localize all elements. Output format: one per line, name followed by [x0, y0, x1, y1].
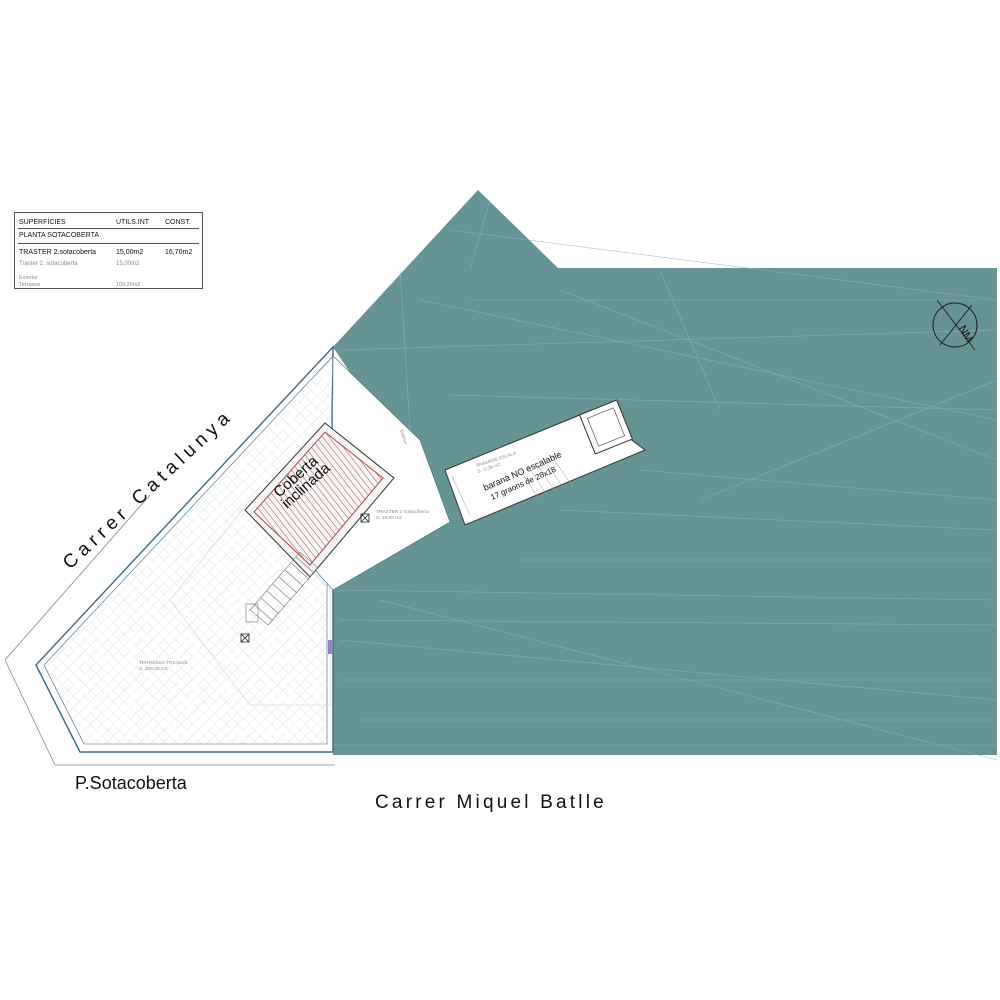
legend-row-util: 109,20m2 — [116, 282, 141, 288]
roof-texture-lines — [333, 199, 998, 761]
exterior-tag: Exterior — [399, 429, 409, 446]
surface-legend: SUPERFÍCIES ÚTILS.INT CONST. PLANTA SOTA… — [14, 212, 203, 289]
corridor-steps — [451, 455, 573, 516]
legend-row-util: 15,00m2 — [116, 261, 140, 267]
staircase — [245, 551, 319, 626]
traster-name: TRASTER 2 sotacoberta — [376, 509, 429, 515]
stair-landing — [578, 399, 634, 455]
legend-header-col1: SUPERFÍCIES — [19, 219, 66, 226]
legend-section-title: PLANTA SOTACOBERTA — [19, 232, 100, 239]
street-miquel-batlle-label: Carrer Miquel Batlle — [375, 792, 607, 813]
plan-title: P.Sotacoberta — [75, 773, 188, 793]
legend-row-name: TRASTER 2.sotacoberta — [19, 249, 97, 256]
pitched-roof-hatch — [253, 431, 384, 566]
legend-divider — [18, 228, 199, 229]
legend-divider — [18, 243, 199, 244]
site-boundary — [4, 494, 335, 766]
legend-header-col3: CONST. — [165, 219, 191, 226]
purple-marker — [328, 640, 332, 654]
stair-landing-inner — [586, 407, 626, 447]
terrassa-area: S. 109,20 m2 — [139, 666, 168, 672]
north-arrow-icon — [932, 299, 978, 351]
legend-row-const: 16,70m2 — [165, 249, 193, 256]
legend-exterior-title: Exterior — [19, 275, 38, 281]
neighbour-roof — [333, 190, 997, 755]
traster-area: S. 15,00 m2 — [376, 515, 402, 521]
vent-marker — [240, 513, 370, 643]
legend-header-col2: ÚTILS.INT — [116, 219, 150, 226]
terrassa-name: TERRASSA TR2.stock — [139, 660, 188, 666]
legend-row-name: Terrassa — [19, 282, 41, 288]
legend-row-util: 15,00m2 — [116, 249, 144, 256]
legend-row-name: Traster 2. sotacoberta — [19, 261, 78, 267]
